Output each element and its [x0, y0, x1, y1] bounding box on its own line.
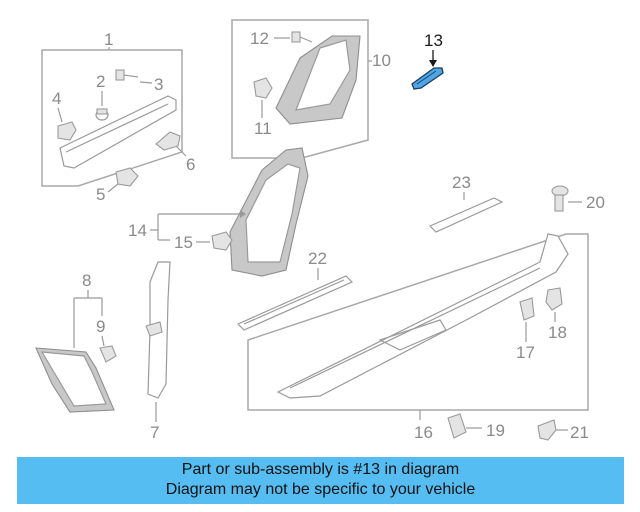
group-box-16	[247, 233, 589, 411]
callout-20[interactable]: 20	[586, 193, 605, 212]
info-banner: Part or sub-assembly is #13 in diagram D…	[17, 457, 624, 504]
part-5-clip[interactable]	[115, 167, 139, 187]
part-23-garnish[interactable]	[428, 197, 504, 233]
part-13-highlighted[interactable]	[411, 67, 444, 90]
part-19-clip[interactable]	[447, 413, 467, 439]
part-8-kick-panel[interactable]	[35, 347, 115, 413]
callout-16[interactable]: 16	[414, 423, 433, 442]
banner-line-1: Part or sub-assembly is #13 in diagram	[181, 461, 460, 478]
part-9-clip[interactable]	[99, 345, 117, 363]
part-15-clip[interactable]	[211, 231, 233, 251]
callout-18[interactable]: 18	[548, 323, 567, 342]
callout-8[interactable]: 8	[82, 271, 91, 290]
callout-22[interactable]: 22	[308, 249, 327, 268]
callout-3[interactable]: 3	[154, 75, 163, 94]
part-3-bolt[interactable]	[115, 69, 139, 81]
group-box-10	[231, 19, 369, 159]
callout-2[interactable]: 2	[96, 72, 105, 91]
part-11-clip[interactable]	[253, 77, 273, 99]
callout-5[interactable]: 5	[96, 185, 105, 204]
callout-14[interactable]: 14	[128, 221, 147, 240]
callout-10[interactable]: 10	[372, 51, 391, 70]
part-7-pillar-garnish[interactable]	[145, 261, 171, 399]
callout-21[interactable]: 21	[570, 423, 589, 442]
part-4-clip[interactable]	[57, 121, 77, 141]
part-20-bolt[interactable]	[551, 185, 569, 212]
garnish-trim[interactable]	[59, 95, 177, 169]
part-17-clip[interactable]	[519, 297, 535, 321]
callout-15[interactable]: 15	[174, 233, 193, 252]
callout-6[interactable]: 6	[186, 155, 195, 174]
upper-pillar-trim[interactable]	[275, 35, 361, 125]
part-16-side-sill-trim[interactable]	[276, 233, 569, 399]
banner-line-2: Diagram may not be specific to your vehi…	[165, 481, 476, 498]
part-2-screw[interactable]	[95, 108, 109, 121]
callout-17[interactable]: 17	[516, 343, 535, 362]
callout-19[interactable]: 19	[486, 421, 505, 440]
part-6-cap[interactable]	[155, 131, 181, 151]
callout-7[interactable]: 7	[150, 423, 159, 442]
part-18-clip[interactable]	[545, 287, 563, 311]
callout-11[interactable]: 11	[254, 119, 272, 138]
callout-9[interactable]: 9	[96, 317, 105, 336]
part-14-center-pillar-trim[interactable]	[229, 147, 309, 277]
callout-23[interactable]: 23	[452, 173, 471, 192]
callout-13[interactable]: 13	[424, 31, 443, 50]
callout-12[interactable]: 12	[250, 29, 269, 48]
part-22-scuff-plate[interactable]	[236, 275, 354, 331]
part-21-clip[interactable]	[537, 419, 557, 441]
callout-4[interactable]: 4	[52, 89, 61, 108]
part-12-screw[interactable]	[291, 31, 313, 43]
parts-diagram: 1 2 3 4 6 5 10 12	[35, 19, 605, 442]
callout-1[interactable]: 1	[104, 30, 113, 49]
